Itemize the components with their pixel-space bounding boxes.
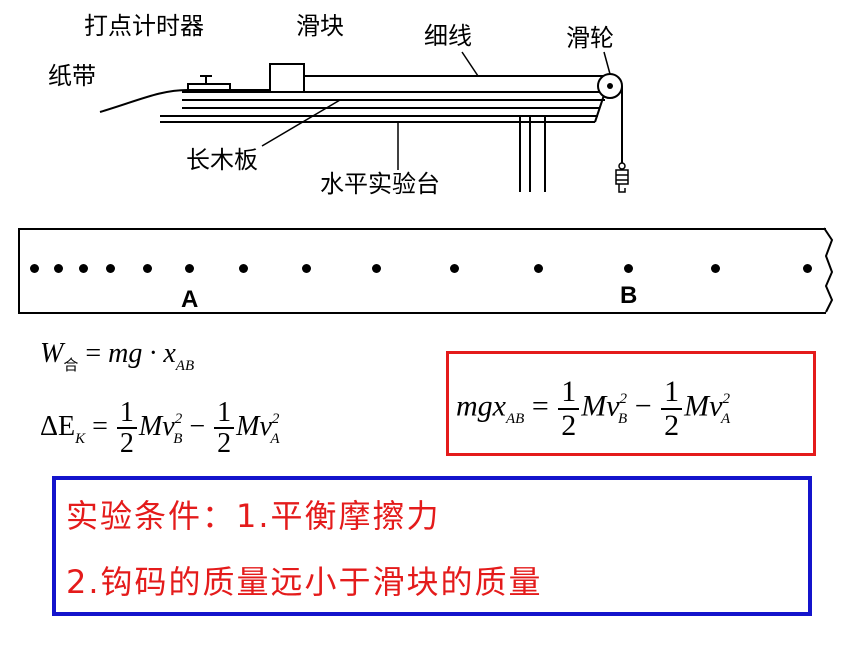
condition-line-1: 实验条件：1.平衡摩擦力 [66, 497, 441, 535]
paper-tape [99, 89, 189, 113]
long-board [160, 91, 606, 123]
condition-line-2: 2.钩码的质量远小于滑块的质量 [66, 563, 543, 601]
tape-dot [450, 264, 459, 273]
tape-dot [30, 264, 39, 273]
tape-dot [54, 264, 63, 273]
leader-board [261, 99, 341, 147]
tape-dot [79, 264, 88, 273]
work-equation: W合 = mg · xAB [40, 338, 195, 374]
slider-block [269, 63, 305, 93]
label-slider: 滑块 [296, 12, 344, 40]
tape-dot-b [624, 264, 633, 273]
key-equation-box [446, 351, 816, 456]
tape-dot [372, 264, 381, 273]
label-tape: 纸带 [48, 62, 96, 90]
apparatus-diagram [99, 51, 629, 193]
label-table: 水平实验台 [320, 170, 440, 198]
tape-dot [239, 264, 248, 273]
label-string: 细线 [424, 22, 472, 50]
hook-weight [615, 162, 629, 193]
leader-pulley [603, 51, 611, 75]
pulley-wheel [597, 73, 623, 99]
label-board: 长木板 [186, 146, 258, 174]
tape-dot [711, 264, 720, 273]
ticker-tape-strip [18, 228, 826, 314]
tape-dot [534, 264, 543, 273]
point-b-label: B [620, 282, 638, 309]
tape-dot [803, 264, 812, 273]
tape-dot [106, 264, 115, 273]
label-timer: 打点计时器 [84, 12, 204, 40]
tape-dot [302, 264, 311, 273]
point-a-label: A [181, 286, 199, 313]
table-legs [519, 116, 546, 192]
tape-dot [143, 264, 152, 273]
label-pulley: 滑轮 [566, 24, 614, 52]
conditions-box [52, 476, 812, 616]
tape-torn-edge [823, 227, 834, 313]
tape-dot-a [185, 264, 194, 273]
timer-device [187, 75, 231, 93]
leader-string [461, 51, 479, 77]
